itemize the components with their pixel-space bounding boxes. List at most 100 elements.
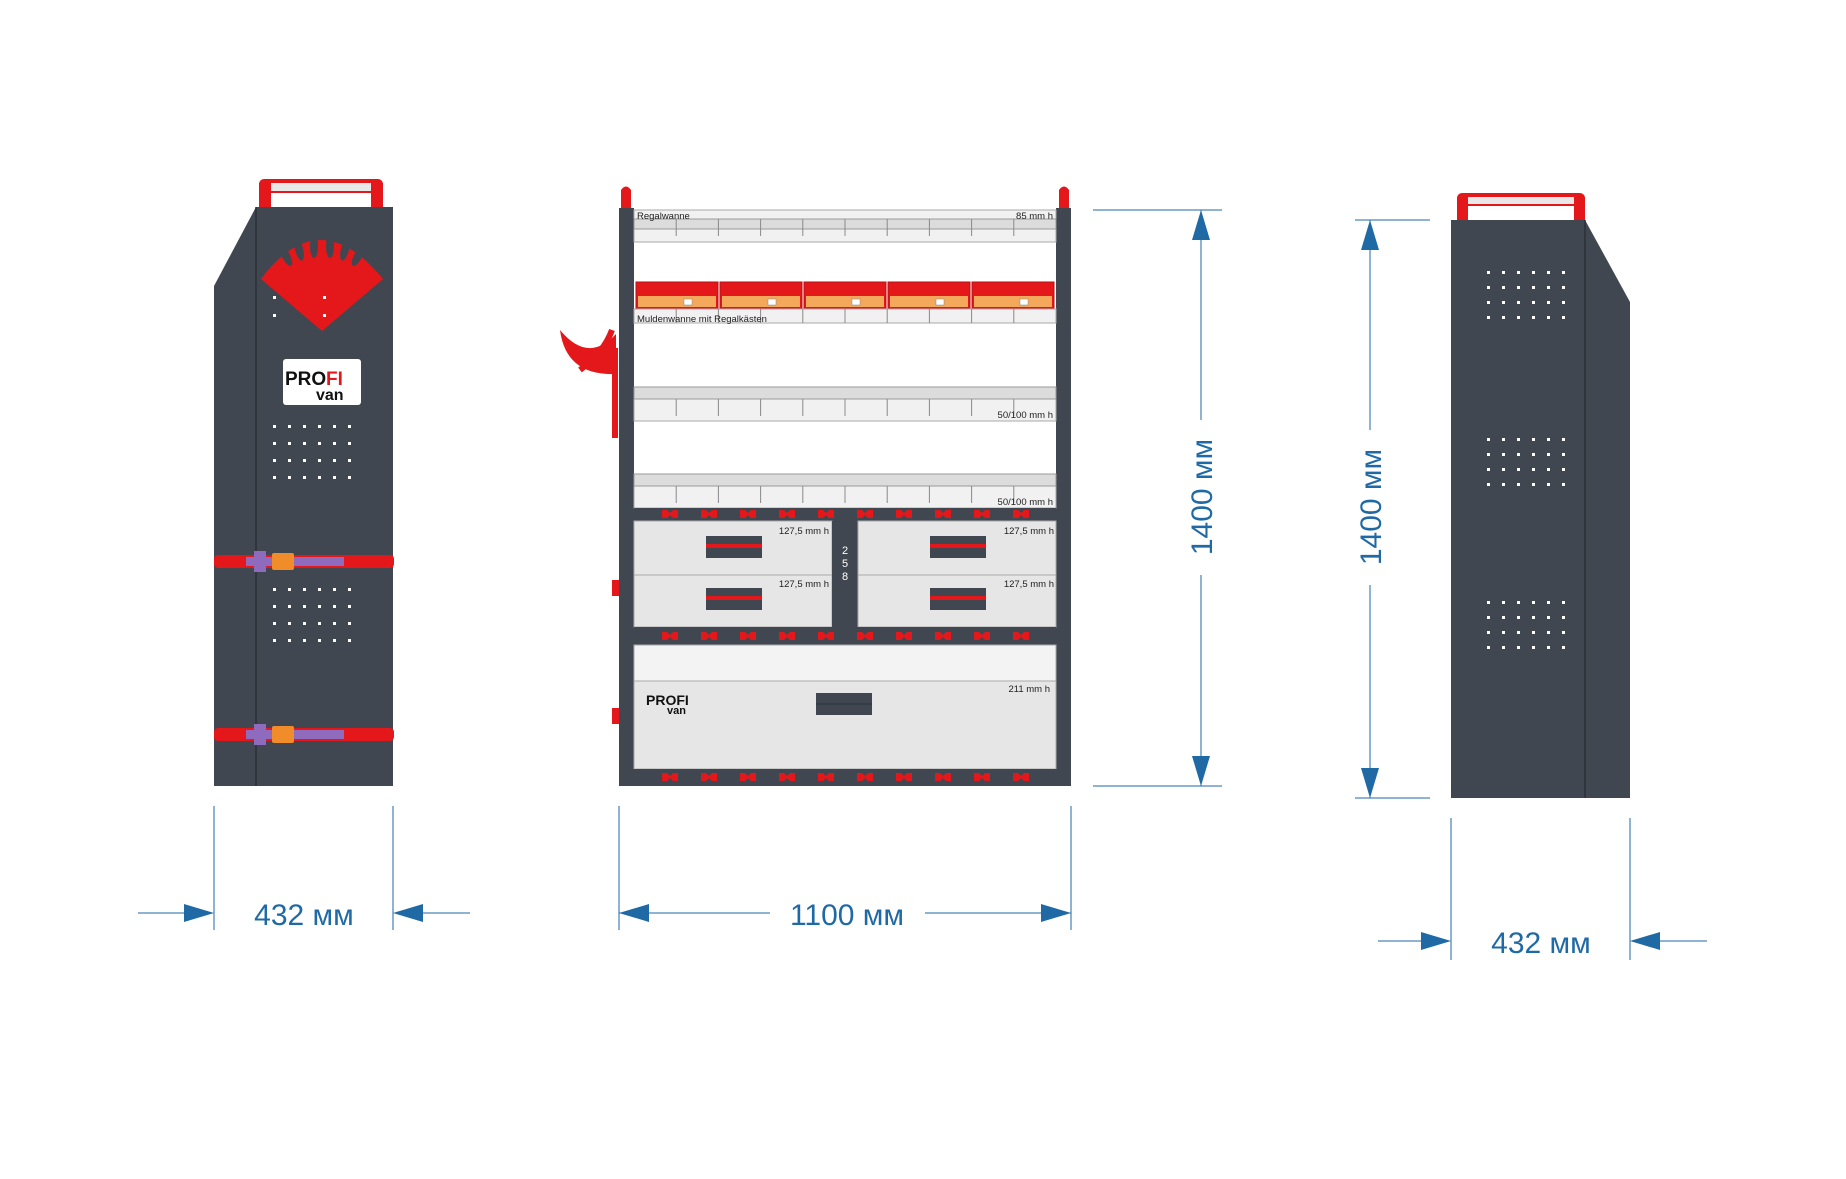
vent-hole bbox=[1517, 631, 1520, 634]
right-post bbox=[1056, 208, 1071, 786]
vent-hole bbox=[1517, 438, 1520, 441]
vent-hole bbox=[1547, 316, 1550, 319]
vent-hole bbox=[1532, 468, 1535, 471]
vent-hole bbox=[288, 459, 291, 462]
vent-hole bbox=[1502, 601, 1505, 604]
box-label-slot bbox=[683, 298, 693, 306]
shelf-label: Regalwanne bbox=[637, 211, 690, 222]
drawer-height: 211 mm h bbox=[1008, 684, 1050, 695]
carry-handle-icon bbox=[259, 179, 383, 211]
vent-hole bbox=[1532, 631, 1535, 634]
vent-hole bbox=[333, 442, 336, 445]
vent-hole bbox=[273, 476, 276, 479]
vent-hole bbox=[1562, 601, 1565, 604]
drawer-height: 127,5 mm h bbox=[779, 526, 829, 537]
vent-hole bbox=[303, 459, 306, 462]
vent-hole bbox=[288, 442, 291, 445]
drawer-large: 211 mm h PROFI van bbox=[633, 644, 1057, 770]
vent-hole bbox=[1487, 646, 1490, 649]
vent-hole bbox=[288, 425, 291, 428]
vent-hole bbox=[303, 588, 306, 591]
regal-box-front bbox=[890, 296, 968, 307]
vent-hole bbox=[1562, 468, 1565, 471]
vent-hole bbox=[1547, 301, 1550, 304]
vent-hole bbox=[1532, 316, 1535, 319]
shelf-4: 50/100 mm h bbox=[633, 473, 1057, 509]
vent-hole bbox=[273, 425, 276, 428]
rail-bottom bbox=[619, 769, 1071, 786]
vent-hole bbox=[1547, 616, 1550, 619]
width-label: 432 мм bbox=[254, 899, 354, 932]
height-label: 1400 мм bbox=[1355, 449, 1388, 565]
width-dimension-right: 432 мм bbox=[1378, 818, 1707, 960]
vent-hole bbox=[1547, 483, 1550, 486]
vent-hole bbox=[1562, 646, 1565, 649]
vent-hole bbox=[1532, 301, 1535, 304]
vent-hole bbox=[348, 622, 351, 625]
shelf-height: 50/100 mm h bbox=[998, 410, 1053, 421]
arrow-right-icon bbox=[1421, 932, 1451, 950]
vent-hole bbox=[348, 605, 351, 608]
vent-hole bbox=[1562, 616, 1565, 619]
height-dimension-front: 1400 мм bbox=[1093, 209, 1222, 787]
divider-digit: 5 bbox=[842, 558, 848, 570]
vent-hole bbox=[1502, 468, 1505, 471]
vent-hole bbox=[1487, 616, 1490, 619]
vent-hole bbox=[1562, 453, 1565, 456]
vent-holes-middle bbox=[1487, 438, 1565, 486]
right-post-cap bbox=[1059, 186, 1069, 208]
vent-hole bbox=[273, 588, 276, 591]
arrow-right-icon bbox=[184, 904, 214, 922]
vent-hole bbox=[1517, 616, 1520, 619]
vent-hole bbox=[1502, 316, 1505, 319]
box-label-slot bbox=[767, 298, 777, 306]
vent-hole bbox=[318, 442, 321, 445]
drawer-height: 127,5 mm h bbox=[779, 579, 829, 590]
vent-hole bbox=[318, 476, 321, 479]
red-fan-emblem bbox=[261, 234, 383, 331]
arrow-up-icon bbox=[1192, 210, 1210, 240]
vent-hole bbox=[1502, 453, 1505, 456]
vent-hole bbox=[333, 639, 336, 642]
vent-hole bbox=[333, 476, 336, 479]
shelf-muldenwanne: Muldenwanne mit Regalkästen bbox=[633, 281, 1057, 325]
shelf-dividers bbox=[675, 309, 1015, 323]
vent-hole bbox=[333, 622, 336, 625]
vent-hole bbox=[273, 622, 276, 625]
vent-hole bbox=[1487, 483, 1490, 486]
vent-hole bbox=[1517, 316, 1520, 319]
vent-hole bbox=[348, 425, 351, 428]
regal-box-front bbox=[638, 296, 716, 307]
vent-hole bbox=[303, 442, 306, 445]
arrow-up-icon bbox=[1361, 220, 1379, 250]
vent-hole bbox=[303, 605, 306, 608]
vent-hole bbox=[323, 296, 326, 299]
vent-hole bbox=[288, 588, 291, 591]
height-label: 1400 мм bbox=[1186, 439, 1219, 555]
drawer-top-left: 127,5 mm h bbox=[633, 520, 833, 576]
vent-hole bbox=[1487, 453, 1490, 456]
vent-hole bbox=[303, 476, 306, 479]
vent-hole bbox=[1502, 438, 1505, 441]
vent-hole bbox=[1547, 271, 1550, 274]
vent-hole bbox=[1517, 483, 1520, 486]
vent-hole bbox=[1502, 271, 1505, 274]
arrow-left-icon bbox=[1630, 932, 1660, 950]
side-clip bbox=[612, 708, 619, 724]
width-dimension-front: 1100 мм bbox=[618, 806, 1072, 932]
drawer-bottom-left: 127,5 mm h bbox=[633, 574, 833, 628]
vent-hole bbox=[1562, 286, 1565, 289]
vent-hole bbox=[1532, 483, 1535, 486]
vent-hole bbox=[1562, 316, 1565, 319]
vent-hole bbox=[273, 314, 276, 317]
vent-hole bbox=[1532, 616, 1535, 619]
shelf-regalwanne: Regalwanne 85 mm h bbox=[633, 209, 1057, 243]
vent-hole bbox=[1487, 468, 1490, 471]
drawer-height: 127,5 mm h bbox=[1004, 526, 1054, 537]
logo-text-profi: PROFI bbox=[646, 692, 689, 708]
vent-hole bbox=[1532, 286, 1535, 289]
arrow-left-icon bbox=[619, 904, 649, 922]
logo-text-van: van bbox=[667, 705, 686, 717]
width-dimension-left: 432 мм bbox=[138, 806, 470, 932]
